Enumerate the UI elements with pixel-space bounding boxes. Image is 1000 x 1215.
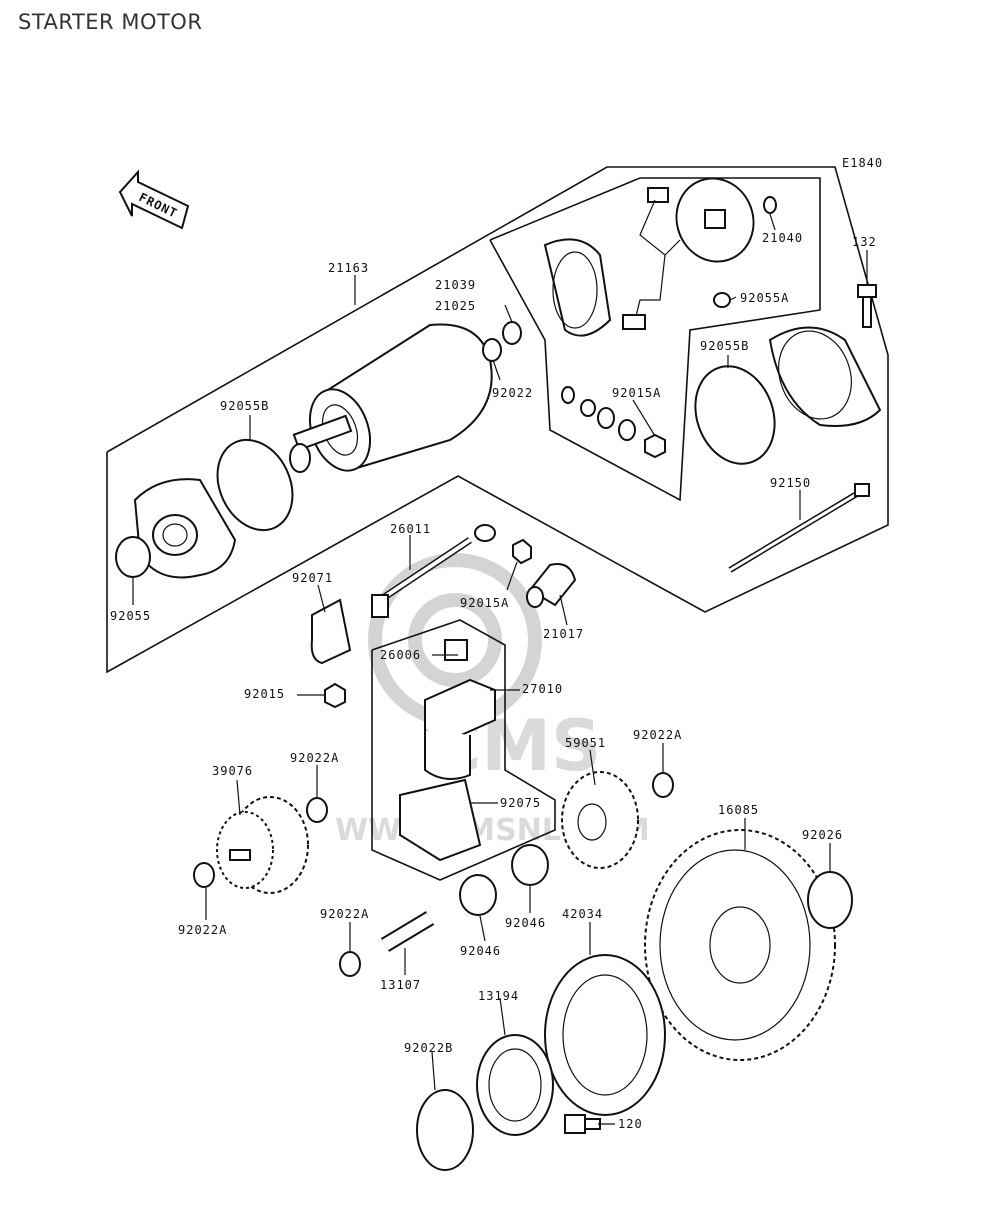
label-92071: 92071 [292,571,333,585]
nut-92015A-mid [512,538,532,565]
label-92015: 92015 [244,687,285,701]
o-ring-92055B-left [216,438,294,532]
shaft-13107-part [380,911,435,952]
label-92015A-top: 92015A [612,386,661,400]
label-92055A: 92055A [740,291,789,305]
relay-group-outline [371,619,556,881]
washer-92022A-right [652,772,674,798]
brush-holder-part [543,238,612,337]
label-92046-a: 92046 [505,916,546,930]
washer-92022 [482,338,502,362]
label-92075: 92075 [500,796,541,810]
diagram-code: E1840 [842,156,883,170]
o-ring-92055B-top [694,365,776,465]
washer-92022B [416,1089,474,1171]
label-59051: 59051 [565,736,606,750]
label-92022A-left: 92022A [290,751,339,765]
label-27010: 27010 [522,682,563,696]
label-26006: 26006 [380,648,421,662]
bearing-92046-a [511,844,549,886]
o-ring-92055A [713,292,731,308]
label-42034: 42034 [562,907,603,921]
gear-39076-part [216,796,309,894]
washer-21025 [502,321,522,345]
bolt-120-part [564,1114,601,1134]
bearing-92046-b [459,874,497,916]
washer-92022A-left [306,797,328,823]
washer-92022A-bl [193,862,215,888]
label-13194: 13194 [478,989,519,1003]
label-92026: 92026 [802,828,843,842]
brush-plate-part [622,177,777,330]
label-132: 132 [852,235,877,249]
washer-92022A-c [339,951,361,977]
bearing-92026-part [807,871,853,929]
label-92015A-mid: 92015A [460,596,509,610]
front-arrow-icon: FRONT [118,169,190,230]
label-92150: 92150 [770,476,811,490]
fuse-26006-part [444,639,468,661]
relay-27010-part [424,678,496,780]
rubber-92075-part [399,778,482,862]
label-21040: 21040 [762,231,803,245]
label-16085: 16085 [718,803,759,817]
label-21039: 21039 [435,278,476,292]
label-26011: 26011 [390,522,431,536]
washer-set-top [561,386,666,459]
brush-group-outline [489,177,821,502]
motor-group-outline [106,166,889,674]
label-92022-top: 92022 [492,386,533,400]
label-92022A-c: 92022A [320,907,369,921]
nut-92015 [324,682,346,709]
label-92022B: 92022B [404,1041,453,1055]
label-21163: 21163 [328,261,369,275]
long-bolt-92150-part [728,483,870,573]
boot-21017-part [526,563,577,608]
label-92055: 92055 [110,609,151,623]
gear-16085-part [644,829,836,1061]
label-92055B-top: 92055B [700,339,749,353]
label-92055B-left: 92055B [220,399,269,413]
label-92022A-right: 92022A [633,728,682,742]
end-cover-part [768,326,882,427]
label-92022A-bl: 92022A [178,923,227,937]
label-13107: 13107 [380,978,421,992]
label-120: 120 [618,1117,643,1131]
label-39076: 39076 [212,764,253,778]
leader-lines [132,213,868,1125]
label-21017: 21017 [543,627,584,641]
part-labels: 21163 21039 21025 21040 92055A 132 92055… [110,231,877,1131]
label-21025: 21025 [435,299,476,313]
cap-92071-part [310,598,352,665]
gear-59051-part [561,771,639,869]
cable-26011-part [371,524,496,618]
label-92046-b: 92046 [460,944,501,958]
motor-body-part [289,323,493,473]
page-title: STARTER MOTOR [18,10,203,34]
clutch-plate-42034-part [544,954,666,1116]
front-cover-part [115,478,237,579]
one-way-clutch-13194-part [476,1034,554,1136]
bolt-132-part [857,284,877,328]
